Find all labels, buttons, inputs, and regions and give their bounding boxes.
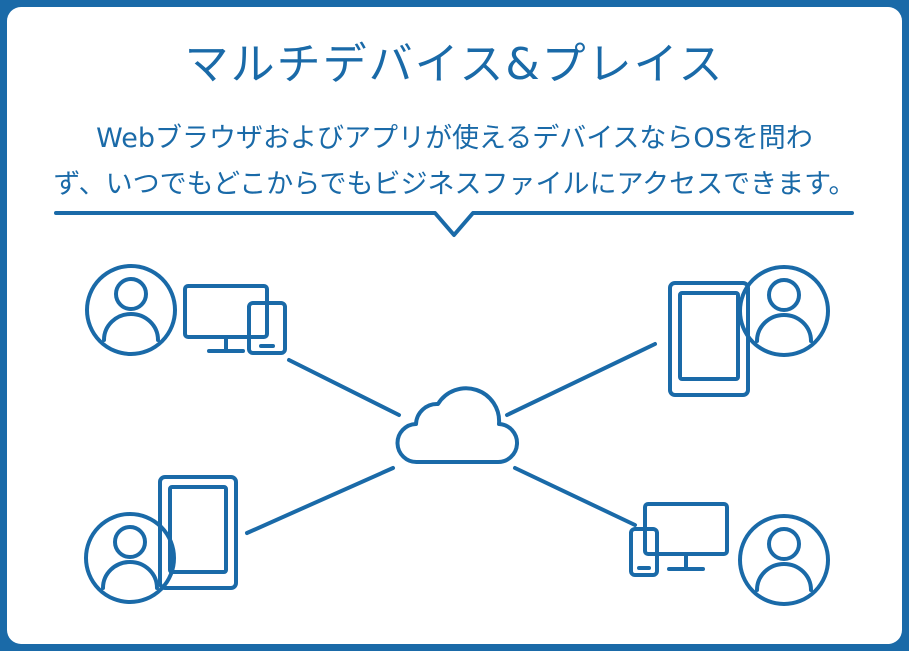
connection-line-bottom-right	[513, 466, 637, 527]
connection-line-top-left	[287, 358, 401, 417]
network-diagram	[54, 211, 854, 606]
smartphone-icon	[247, 301, 287, 355]
connection-line-bottom-left	[245, 466, 395, 535]
device-group-bottom-left	[84, 475, 238, 604]
device-group-top-left	[85, 264, 287, 356]
description-line-2: ず、いつでもどこからでもビジネスファイルにアクセスできます。	[53, 169, 856, 200]
tablet-icon	[668, 281, 750, 397]
cloud-icon	[395, 386, 520, 465]
connection-lines	[245, 342, 657, 535]
device-group-top-right	[668, 265, 830, 397]
tablet-icon	[158, 475, 238, 590]
user-icon	[84, 512, 176, 604]
description-line-1: Webブラウザおよびアプリが使えるデバイスならOSを問わ	[96, 123, 813, 154]
smartphone-icon	[629, 527, 659, 577]
desktop-monitor-icon	[183, 284, 269, 353]
user-icon	[738, 265, 830, 357]
user-icon	[738, 514, 830, 606]
connection-line-top-right	[505, 342, 657, 417]
speech-divider	[54, 211, 854, 237]
info-card: マルチデバイス&プレイス Webブラウザおよびアプリが使えるデバイスならOSを問…	[7, 7, 902, 644]
user-icon	[85, 264, 177, 356]
device-group-bottom-right	[629, 502, 830, 606]
page-title: マルチデバイス&プレイス	[184, 39, 725, 90]
